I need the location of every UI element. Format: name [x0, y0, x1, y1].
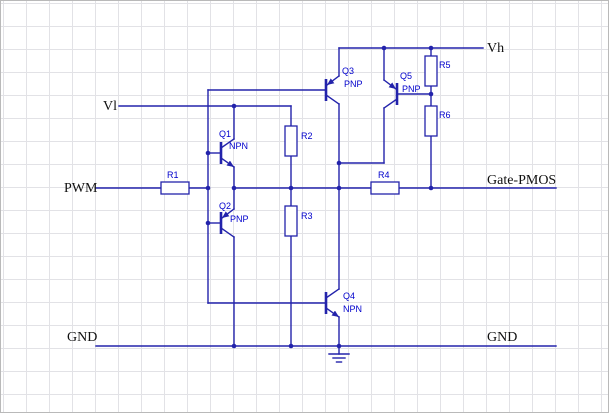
- resistor-label-r1: R1: [167, 170, 179, 180]
- transistor-q4: [324, 288, 340, 318]
- transistor-label-q5: Q5: [400, 71, 412, 81]
- transistor-label-q2: Q2: [219, 201, 231, 211]
- resistor-label-r3: R3: [301, 211, 313, 221]
- transistor-label-q3: Q3: [342, 66, 354, 76]
- transistor-label-q4: Q4: [343, 291, 355, 301]
- transistor-type-q2: PNP: [230, 214, 249, 224]
- transistor-q1: [219, 138, 235, 168]
- resistor-label-r6: R6: [439, 110, 451, 120]
- junction-dots: [205, 45, 434, 349]
- transistor-type-q5: PNP: [402, 84, 421, 94]
- resistor-label-r2: R2: [301, 131, 313, 141]
- transistor-type-q3: PNP: [344, 79, 363, 89]
- transistor-type-q4: NPN: [343, 304, 362, 314]
- resistor-label-r4: R4: [378, 170, 390, 180]
- transistor-label-q1: Q1: [219, 129, 231, 139]
- wires: [95, 47, 557, 347]
- port-label-pwm: PWM: [64, 181, 98, 196]
- transistor-type-q1: NPN: [229, 141, 248, 151]
- resistor-r2: [284, 125, 298, 157]
- resistor-r4: [370, 181, 400, 195]
- resistor-r3: [284, 205, 298, 237]
- resistor-r6: [424, 105, 438, 137]
- transistor-q3: [324, 75, 340, 105]
- transistor-q2: [219, 208, 235, 238]
- transistor-q5: [383, 79, 399, 109]
- port-label-vl: Vl: [103, 99, 117, 114]
- port-label-vh: Vh: [487, 41, 504, 56]
- resistor-label-r5: R5: [439, 60, 451, 70]
- port-label-gnd-left: GND: [67, 330, 97, 345]
- resistor-r1: [160, 181, 190, 195]
- port-label-gate-pmos: Gate-PMOS: [487, 173, 556, 188]
- port-label-gnd-right: GND: [487, 330, 517, 345]
- resistor-r5: [424, 55, 438, 87]
